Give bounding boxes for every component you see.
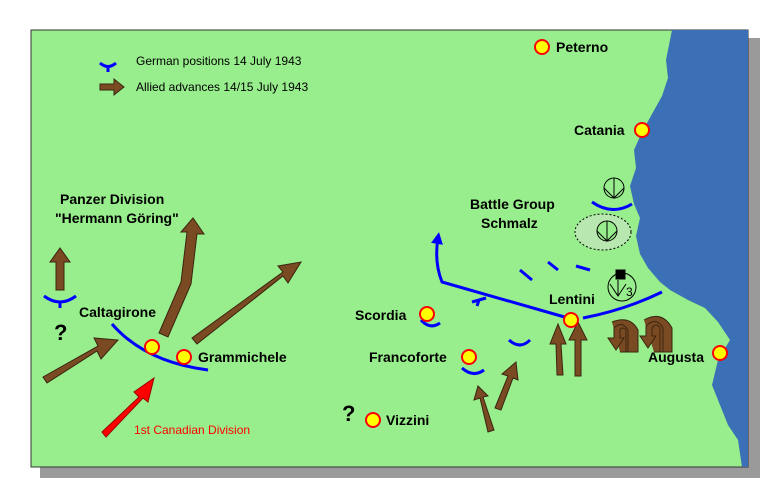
panzer-division-label: Panzer Division (60, 191, 164, 207)
legend: German positions 14 July 1943 Allied adv… (99, 54, 308, 97)
town-label-grammichele: Grammichele (198, 349, 287, 365)
german-tick-1 (471, 296, 487, 307)
legend-allied-label: Allied advances 14/15 July 1943 (136, 80, 308, 94)
german-line-lentini (582, 290, 663, 320)
german-position-left (43, 294, 77, 308)
town-label-augusta: Augusta (648, 349, 704, 365)
town-marker-grammichele (176, 349, 192, 365)
sea-area (630, 30, 748, 467)
allied-arrow-north (158, 217, 205, 338)
paratrooper-number: 3 (626, 285, 633, 299)
german-tick-3 (547, 260, 559, 272)
parachute-lines-1 (603, 178, 625, 199)
battle-group-name: Schmalz (481, 215, 538, 231)
unknown-mark-vizzini: ? (342, 401, 355, 426)
panzer-division-name: "Hermann Göring" (55, 210, 179, 226)
parachute-lines-3 (609, 280, 627, 297)
town-label-catania: Catania (574, 122, 625, 138)
town-marker-catania (634, 122, 650, 138)
town-label-peterno: Peterno (556, 39, 608, 55)
parachute-lines-2 (596, 221, 618, 242)
allied-arrow-francoforte (473, 385, 495, 433)
allied-arrow-caltagirone (42, 337, 120, 384)
german-tick-4 (575, 264, 591, 272)
allied-arrows (42, 217, 673, 433)
town-marker-vizzini (365, 412, 381, 428)
town-marker-lentini (563, 312, 579, 328)
allied-arrow-francoforte-2 (494, 361, 519, 411)
allied-arrow-uturn-2 (639, 315, 673, 353)
german-tick-2 (519, 268, 533, 282)
town-label-lentini: Lentini (549, 291, 595, 307)
legend-german-symbol (99, 61, 117, 72)
legend-allied-symbol (99, 77, 125, 97)
allied-arrow-uturn-1 (607, 319, 639, 353)
town-marker-scordia (419, 306, 435, 322)
allied-arrow-lentini-1 (549, 322, 567, 376)
german-line-main (431, 232, 569, 320)
german-position-scordia (419, 318, 441, 328)
town-marker-peterno (534, 39, 550, 55)
canadian-division-label: 1st Canadian Division (134, 423, 250, 437)
german-line-catania (591, 200, 633, 211)
town-marker-caltagirone (144, 339, 160, 355)
town-label-vizzini: Vizzini (386, 412, 429, 428)
battle-group-symbols (574, 177, 637, 302)
allied-arrow-nw (49, 247, 71, 291)
town-marker-augusta (712, 345, 728, 361)
land-area (30, 29, 749, 468)
german-position-mid (507, 338, 532, 347)
battle-group-label: Battle Group (470, 196, 555, 212)
town-label-francoforte: Francoforte (369, 349, 447, 365)
german-position-francoforte (460, 366, 485, 375)
town-markers (144, 39, 728, 428)
legend-german-label: German positions 14 July 1943 (136, 54, 302, 68)
town-marker-francoforte (461, 349, 477, 365)
unknown-mark-west: ? (54, 320, 67, 345)
town-label-scordia: Scordia (355, 307, 407, 323)
town-label-caltagirone: Caltagirone (79, 304, 156, 320)
allied-arrow-northeast (191, 261, 303, 345)
headquarters-square (615, 269, 626, 280)
allied-arrow-lentini-2 (568, 320, 588, 377)
canadian-arrow (101, 376, 155, 438)
